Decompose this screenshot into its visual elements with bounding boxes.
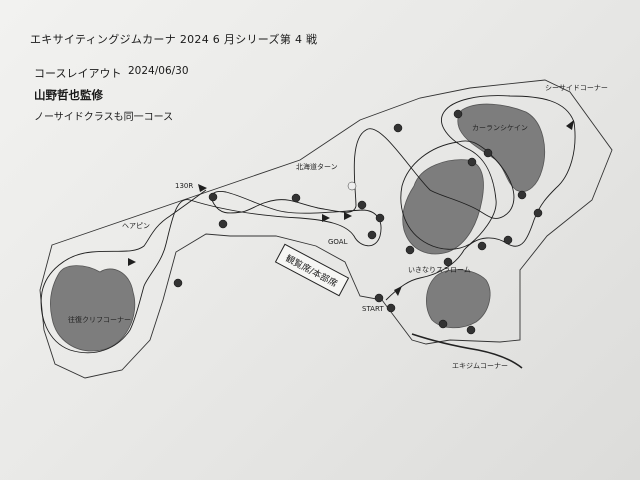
direction-arrows xyxy=(128,120,574,296)
island-center xyxy=(402,159,484,255)
pylon xyxy=(483,148,493,158)
label-karansikein: カーランシケイン xyxy=(472,124,528,132)
pylon xyxy=(405,245,415,255)
label-hairpin: ヘアピン xyxy=(122,222,150,230)
pylon xyxy=(443,257,453,267)
label-start: START xyxy=(362,305,384,313)
label-exiga-corner: エキジムコーナー xyxy=(452,362,508,370)
pylon xyxy=(438,319,448,329)
label-goal: GOAL xyxy=(328,238,348,246)
pylon xyxy=(374,293,384,303)
pylon xyxy=(386,303,396,313)
pylon xyxy=(218,219,228,229)
spectator-barrier xyxy=(411,333,523,369)
label-round-trip-cliff: 往復クリフコーナー xyxy=(68,315,131,324)
arrow-icon xyxy=(198,184,207,192)
class-note: ノーサイドクラスも同一コース xyxy=(34,112,174,123)
pylon xyxy=(367,230,377,240)
pylon xyxy=(375,213,385,223)
driving-line xyxy=(40,95,576,354)
pylons xyxy=(173,109,543,335)
label-seaside-corner: シーサイドコーナー xyxy=(545,84,608,92)
arrow-icon xyxy=(322,214,330,222)
pylon xyxy=(533,208,543,218)
layout-heading: コースレイアウト xyxy=(34,67,122,80)
supervisor-credit: 山野哲也監修 xyxy=(34,88,103,102)
label-130r: 130R xyxy=(175,182,193,190)
island-cliff xyxy=(50,265,136,352)
pylon-marker xyxy=(347,181,357,191)
event-title: エキサイティングジムカーナ 2024 6 月シリーズ第 4 戦 xyxy=(30,33,318,46)
pylon xyxy=(467,157,477,167)
pylon xyxy=(517,190,527,200)
spectator-stand: 観覧席/本部席 xyxy=(274,243,350,297)
course-boundary xyxy=(39,79,613,379)
arrow-icon xyxy=(128,258,136,266)
arrow-icon xyxy=(394,286,402,296)
label-ikinari-slalom: いきなりスラローム xyxy=(408,266,471,274)
pylon xyxy=(503,235,513,245)
pylon xyxy=(173,278,183,288)
pylon xyxy=(477,241,487,251)
pylon xyxy=(208,192,218,202)
label-hokkaido-turn: 北海道ターン xyxy=(296,162,338,171)
pylon xyxy=(466,325,476,335)
pylon xyxy=(357,200,367,210)
arrow-icon xyxy=(344,212,352,220)
arrow-icon xyxy=(566,120,574,130)
island-south xyxy=(426,269,491,329)
pylon xyxy=(453,109,463,119)
pylon xyxy=(393,123,403,133)
pylon xyxy=(291,193,301,203)
island-karansikein xyxy=(457,103,545,192)
event-date: 2024/06/30 xyxy=(128,65,189,77)
